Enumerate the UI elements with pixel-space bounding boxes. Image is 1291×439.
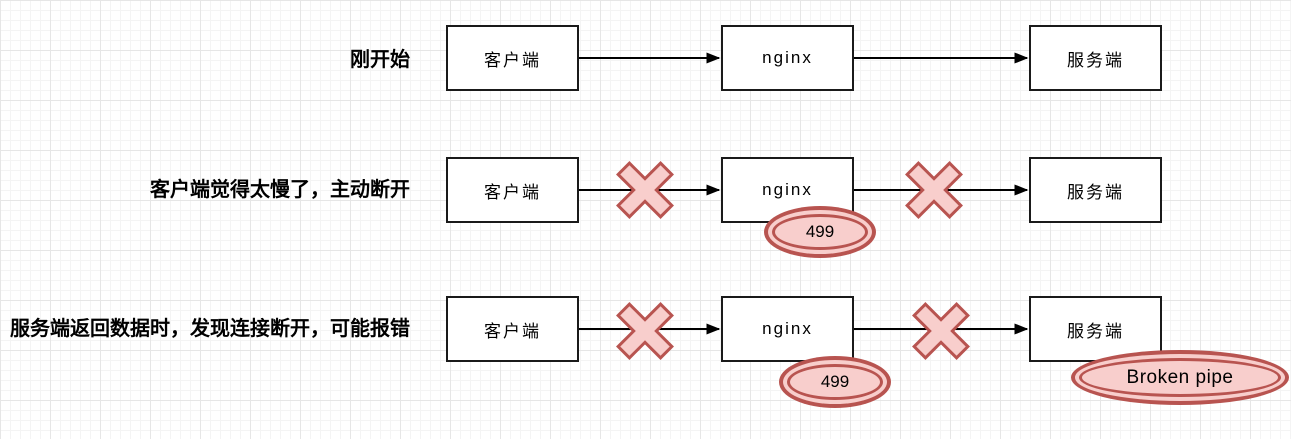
broken-pipe-badge: Broken pipe — [1079, 358, 1281, 397]
status-499-label: 499 — [805, 222, 835, 241]
server-node-label: 服务端 — [1067, 321, 1124, 341]
client-node-row1: 客户端 — [446, 25, 579, 91]
row1-caption: 刚开始 — [350, 49, 410, 71]
broken-connection-x-icon — [616, 302, 674, 360]
client-node-row2: 客户端 — [446, 157, 579, 223]
client-node-row3: 客户端 — [446, 296, 579, 362]
row3-caption: 服务端返回数据时，发现连接断开，可能报错 — [10, 318, 410, 340]
nginx-node-row2: nginx — [721, 157, 854, 223]
server-node-row2: 服务端 — [1029, 157, 1162, 223]
broken-connection-x-icon — [616, 161, 674, 219]
status-499-badge-row3: 499 — [787, 364, 883, 400]
client-node-label: 客户端 — [484, 182, 541, 202]
client-node-label: 客户端 — [484, 321, 541, 341]
server-node-label: 服务端 — [1067, 50, 1124, 70]
nginx-node-label: nginx — [762, 180, 813, 199]
nginx-node-label: nginx — [762, 48, 813, 67]
broken-connection-x-icon — [905, 161, 963, 219]
server-node-label: 服务端 — [1067, 182, 1124, 202]
broken-connection-x-icon — [912, 302, 970, 360]
nginx-node-row3: nginx — [721, 296, 854, 362]
row2-caption: 客户端觉得太慢了，主动断开 — [150, 179, 410, 201]
status-499-badge-row2: 499 — [772, 214, 868, 250]
status-499-label: 499 — [820, 372, 850, 391]
broken-pipe-label: Broken pipe — [1126, 366, 1234, 388]
nginx-node-label: nginx — [762, 319, 813, 338]
client-node-label: 客户端 — [484, 50, 541, 70]
nginx-node-row1: nginx — [721, 25, 854, 91]
server-node-row3: 服务端 — [1029, 296, 1162, 362]
server-node-row1: 服务端 — [1029, 25, 1162, 91]
